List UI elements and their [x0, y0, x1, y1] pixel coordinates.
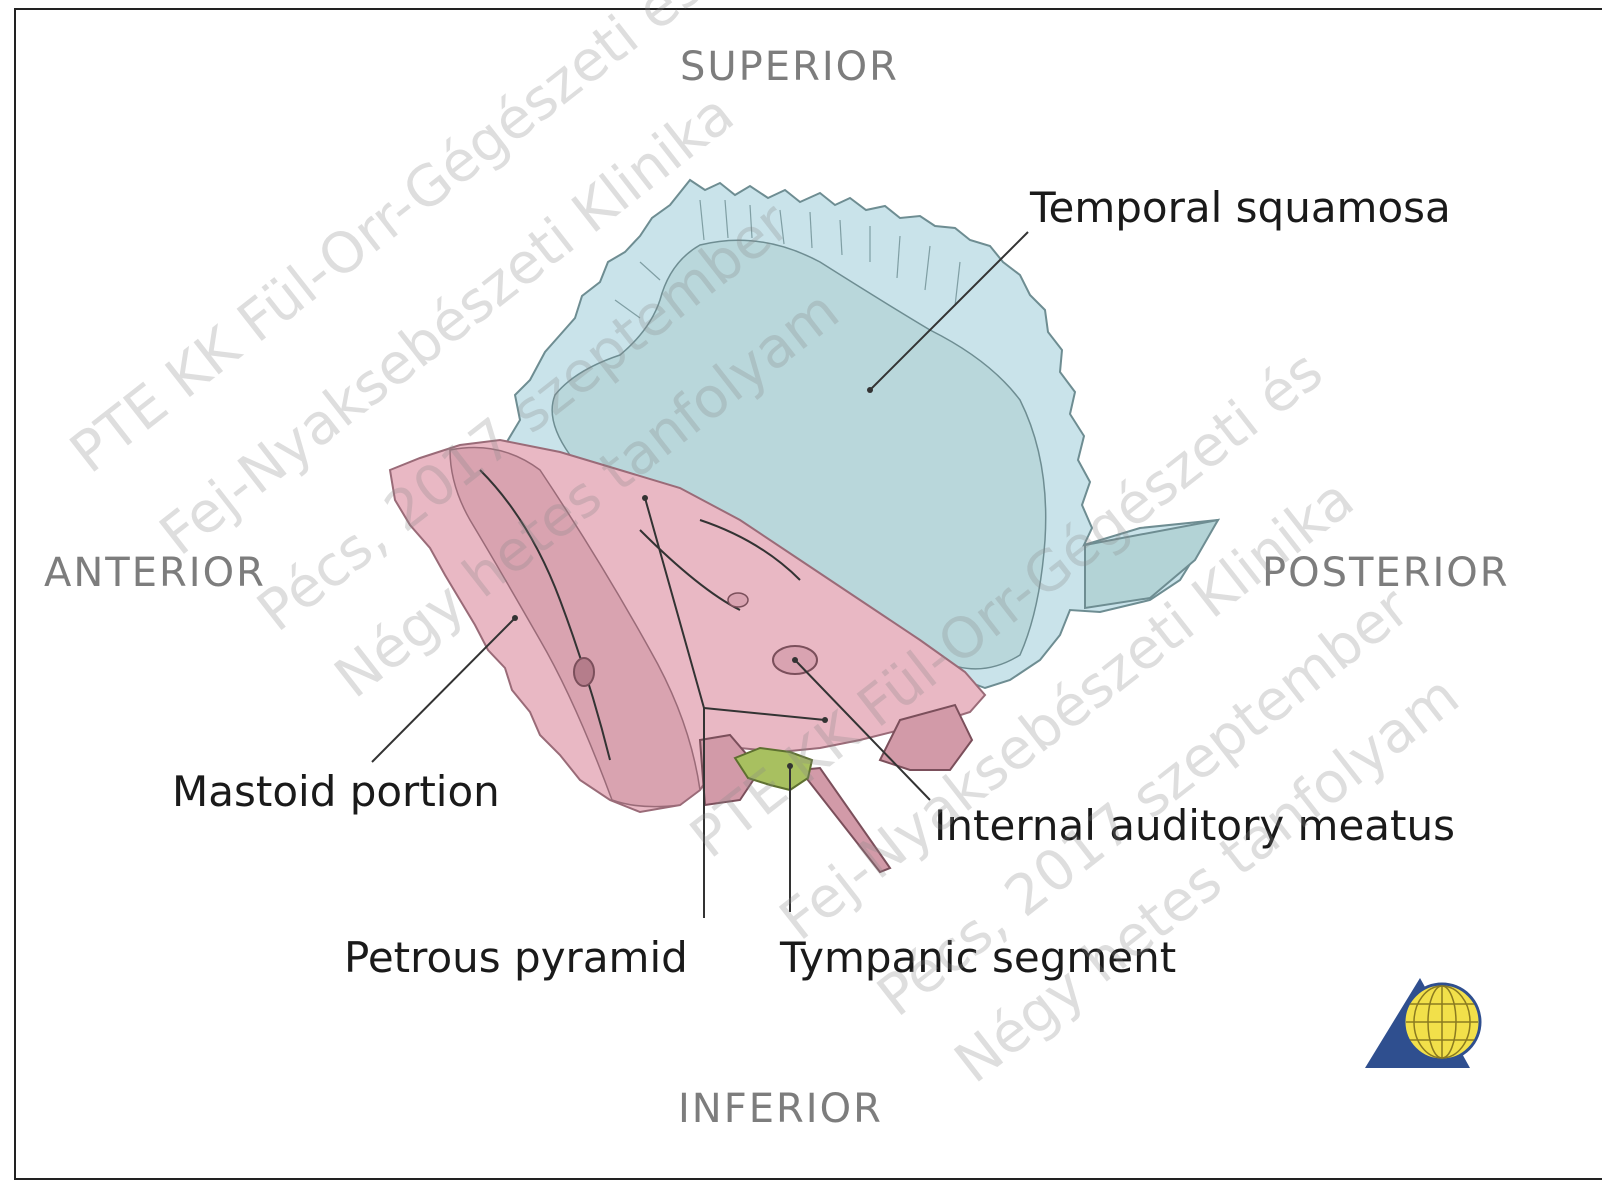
label-temporal-squamosa: Temporal squamosa	[1029, 183, 1451, 232]
label-mastoid-portion: Mastoid portion	[172, 767, 500, 816]
label-petrous-pyramid: Petrous pyramid	[344, 933, 688, 982]
orientation-inferior: INFERIOR	[678, 1086, 883, 1132]
petrous-pit	[728, 593, 748, 607]
orientation-anterior: ANTERIOR	[44, 550, 266, 596]
orientation-superior: SUPERIOR	[680, 44, 899, 90]
mastoid-foramen	[574, 658, 594, 686]
publisher-logo	[1365, 978, 1480, 1068]
label-internal-auditory-meatus: Internal auditory meatus	[934, 801, 1455, 850]
